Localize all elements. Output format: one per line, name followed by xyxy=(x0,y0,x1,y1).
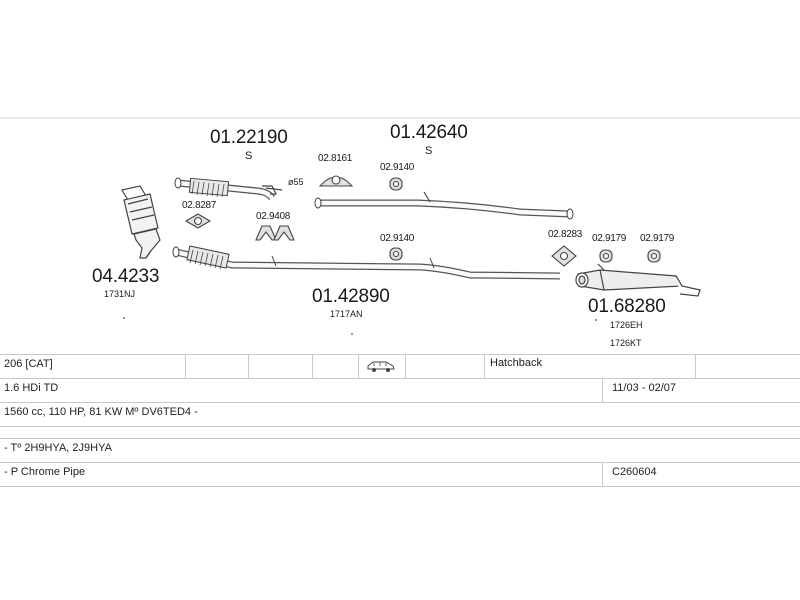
note-code-cell: C260604 xyxy=(612,466,657,478)
clamp-part xyxy=(262,185,283,195)
bracket-pair-part xyxy=(255,225,295,241)
gasket-code: 02.8287 xyxy=(182,200,217,211)
reference-dots xyxy=(123,317,597,335)
spec-cell: 1560 cc, 110 HP, 81 KW Mº DV6TED4 - xyxy=(4,406,198,418)
hanger-part xyxy=(389,177,403,261)
hanger-code-d: 02.9179 xyxy=(640,233,675,244)
gasket-part xyxy=(184,213,212,229)
column-divider xyxy=(695,354,696,378)
model-cell: 206 [CAT] xyxy=(4,358,53,370)
body-type-cell: Hatchback xyxy=(490,357,542,369)
centre-pipe-part xyxy=(172,245,561,280)
front-pipe-suffix: S xyxy=(245,150,253,162)
table-row-border xyxy=(0,426,800,427)
table-row-border xyxy=(0,438,800,439)
centre-pipe-code: 01.42890 xyxy=(312,286,390,307)
table-bottom-border xyxy=(0,486,800,487)
middle-pipe-code: 01.42640 xyxy=(390,122,468,143)
table-row-border xyxy=(0,402,800,403)
types-cell: - Tº 2H9HYA, 2J9HYA xyxy=(4,442,112,454)
column-divider xyxy=(185,354,186,378)
rear-silencer-ref2: 1726KT xyxy=(610,338,642,348)
mount-part xyxy=(318,175,354,187)
engine-cell: 1.6 HDi TD xyxy=(4,382,59,394)
rear-silencer-part xyxy=(575,263,701,297)
front-pipe-part xyxy=(174,177,275,201)
catalyst-code: 04.4233 xyxy=(92,266,160,287)
front-pipe-code: 01.22190 xyxy=(210,127,288,148)
centre-pipe-ref: 1717AN xyxy=(330,309,363,319)
bracket-pair-code: 02.9408 xyxy=(256,211,291,222)
hanger-code-c: 02.9179 xyxy=(592,233,627,244)
hanger-code-lower: 02.9140 xyxy=(380,233,415,244)
table-row-border xyxy=(0,378,800,379)
hanger-b-part xyxy=(599,249,661,263)
column-divider xyxy=(602,462,603,486)
car-icon xyxy=(367,361,395,372)
rear-silencer-ref1: 1726EH xyxy=(610,320,643,330)
column-divider xyxy=(358,354,359,378)
catalyst-part xyxy=(121,185,161,259)
column-divider xyxy=(405,354,406,378)
column-divider xyxy=(248,354,249,378)
table-top-border xyxy=(0,354,800,355)
catalyst-ref: 1731NJ xyxy=(104,289,136,299)
middle-pipe-suffix: S xyxy=(425,145,433,157)
rear-silencer-code: 01.68280 xyxy=(588,296,666,317)
column-divider xyxy=(484,354,485,378)
years-cell: 11/03 - 02/07 xyxy=(612,382,677,394)
column-divider xyxy=(312,354,313,378)
note-cell: - P Chrome Pipe xyxy=(4,466,86,478)
mount-b-part xyxy=(551,245,577,267)
column-divider xyxy=(602,378,603,402)
clamp-size: ø55 xyxy=(288,177,304,187)
hanger-code-upper: 02.9140 xyxy=(380,162,415,173)
mount-code: 02.8161 xyxy=(318,153,353,164)
mount-b-code: 02.8283 xyxy=(548,229,583,240)
middle-pipe-part xyxy=(314,191,574,220)
table-row-border xyxy=(0,462,800,463)
